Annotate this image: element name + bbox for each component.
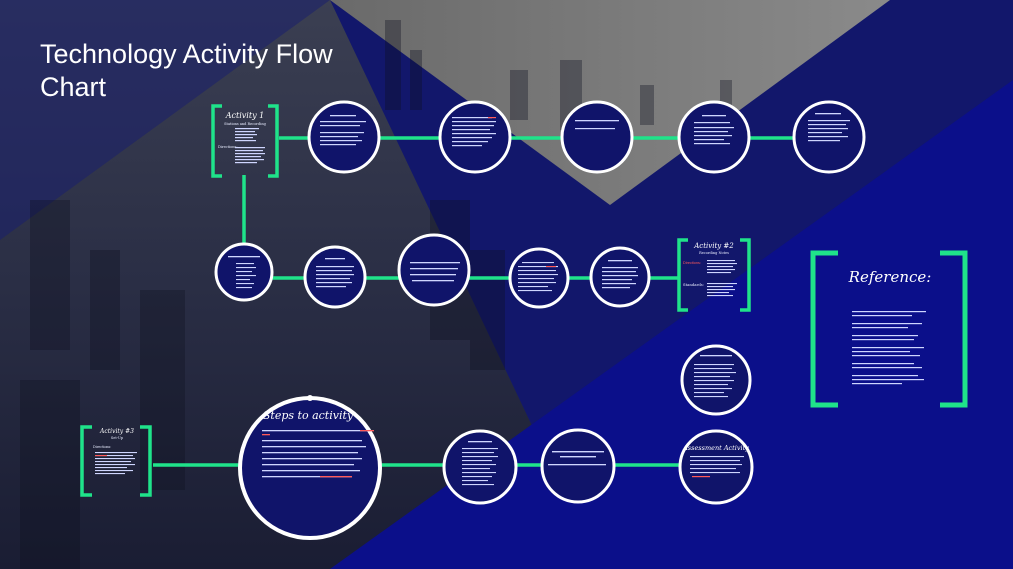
activity-2-standards-label: Standards: <box>683 282 704 287</box>
activity-3-subheading: Set-Up <box>111 436 124 440</box>
steps-to-activity-node[interactable]: Steps to activity <box>238 395 382 540</box>
row1-circles <box>307 100 866 174</box>
row1-node-4[interactable] <box>677 100 751 174</box>
page-title: Technology Activity Flow Chart <box>40 39 333 102</box>
row2-circles <box>214 233 651 309</box>
activity-1-box[interactable]: Activity 1 Stations and Recording Direct… <box>211 104 279 178</box>
row2-node-1[interactable] <box>214 242 274 302</box>
row1-node-2[interactable] <box>438 100 512 174</box>
row2-node-4[interactable] <box>508 247 570 309</box>
reference-box[interactable]: Reference: <box>810 250 968 408</box>
steps-heading: Steps to activity <box>263 409 354 422</box>
row2-node-2[interactable] <box>303 245 367 309</box>
activity-1-directions-label: Directions: <box>218 145 238 149</box>
reference-heading: Reference: <box>848 268 932 286</box>
row2-node-3[interactable] <box>397 233 471 307</box>
activity-3-box[interactable]: Activity #3 Set-Up Directions: <box>80 425 152 497</box>
extra-node-right[interactable] <box>680 344 752 416</box>
row2-node-5[interactable] <box>589 246 651 308</box>
bottom-node-1[interactable] <box>442 429 518 505</box>
row1-node-1[interactable] <box>307 100 381 174</box>
activity-3-directions-label: Directions: <box>93 445 111 449</box>
activity-1-subheading: Stations and Recording <box>224 122 266 126</box>
row1-node-3[interactable] <box>560 100 634 174</box>
activity-2-directions-label: Directions: <box>683 261 701 265</box>
activity-2-subheading: Recording Notes <box>699 251 729 255</box>
bottom-node-2[interactable] <box>540 428 616 504</box>
assessment-heading: Assessment Activity <box>682 444 749 452</box>
assessment-activity-node[interactable]: Assessment Activity <box>678 429 754 505</box>
activity-1-heading: Activity 1 <box>225 111 264 120</box>
row1-node-5[interactable] <box>792 100 866 174</box>
activity-3-heading: Activity #3 <box>99 428 134 435</box>
activity-2-heading: Activity #2 <box>693 242 734 250</box>
activity-2-box[interactable]: Activity #2 Recording Notes Directions: … <box>677 238 751 312</box>
city-photo-sky <box>330 0 890 205</box>
